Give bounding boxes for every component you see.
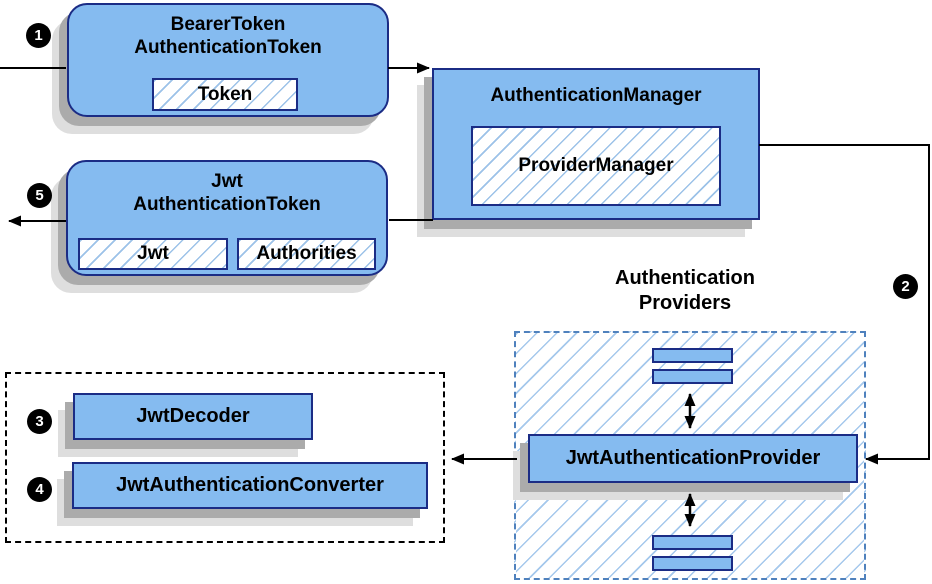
jwt-decoder-box: JwtDecoder [73, 393, 313, 440]
authentication-providers-label: Authentication Providers [540, 266, 830, 316]
step-2-badge: 2 [893, 274, 918, 299]
bearer-token-title-line2: AuthenticationToken [134, 37, 322, 58]
provider-placeholder-bar [652, 369, 733, 384]
jwt-decoder-label: JwtDecoder [136, 405, 250, 427]
authentication-manager-box: AuthenticationManager ProviderManager [432, 68, 760, 220]
step-4-badge: 4 [27, 477, 52, 502]
token-field: Token [152, 78, 298, 111]
provider-manager-label: ProviderManager [518, 155, 674, 176]
jwt-field-label: Jwt [137, 243, 169, 264]
jwt-authentication-provider-label: JwtAuthenticationProvider [565, 447, 821, 469]
jwt-field: Jwt [78, 238, 228, 270]
step-3-badge: 3 [27, 409, 52, 434]
jwt-authentication-provider-box: JwtAuthenticationProvider [528, 434, 858, 483]
token-field-label: Token [197, 83, 253, 105]
jwt-authentication-converter-box: JwtAuthenticationConverter [72, 462, 428, 509]
bearer-token-title-line1: BearerToken [170, 14, 286, 35]
step-5-badge: 5 [27, 183, 52, 208]
provider-placeholder-bar [652, 535, 733, 550]
step-1-badge: 1 [26, 23, 51, 48]
provider-placeholder-bar [652, 556, 733, 571]
authorities-field: Authorities [237, 238, 376, 270]
authentication-providers-label-line1: Authentication [615, 267, 755, 289]
authentication-providers-label-line2: Providers [638, 292, 732, 314]
jwt-authentication-token-box: Jwt AuthenticationToken Jwt Authorities [66, 160, 388, 276]
authorities-field-label: Authorities [256, 243, 357, 264]
provider-placeholder-bar [652, 348, 733, 363]
jwt-token-title-line2: AuthenticationToken [133, 194, 321, 215]
authentication-manager-title: AuthenticationManager [490, 85, 702, 106]
bearer-token-authentication-token-box: BearerToken AuthenticationToken Token [67, 3, 389, 117]
decoder-converter-group [5, 372, 445, 543]
jwt-token-title-line1: Jwt [211, 171, 243, 192]
jwt-authentication-converter-label: JwtAuthenticationConverter [116, 474, 384, 496]
provider-manager-field: ProviderManager [471, 126, 721, 206]
